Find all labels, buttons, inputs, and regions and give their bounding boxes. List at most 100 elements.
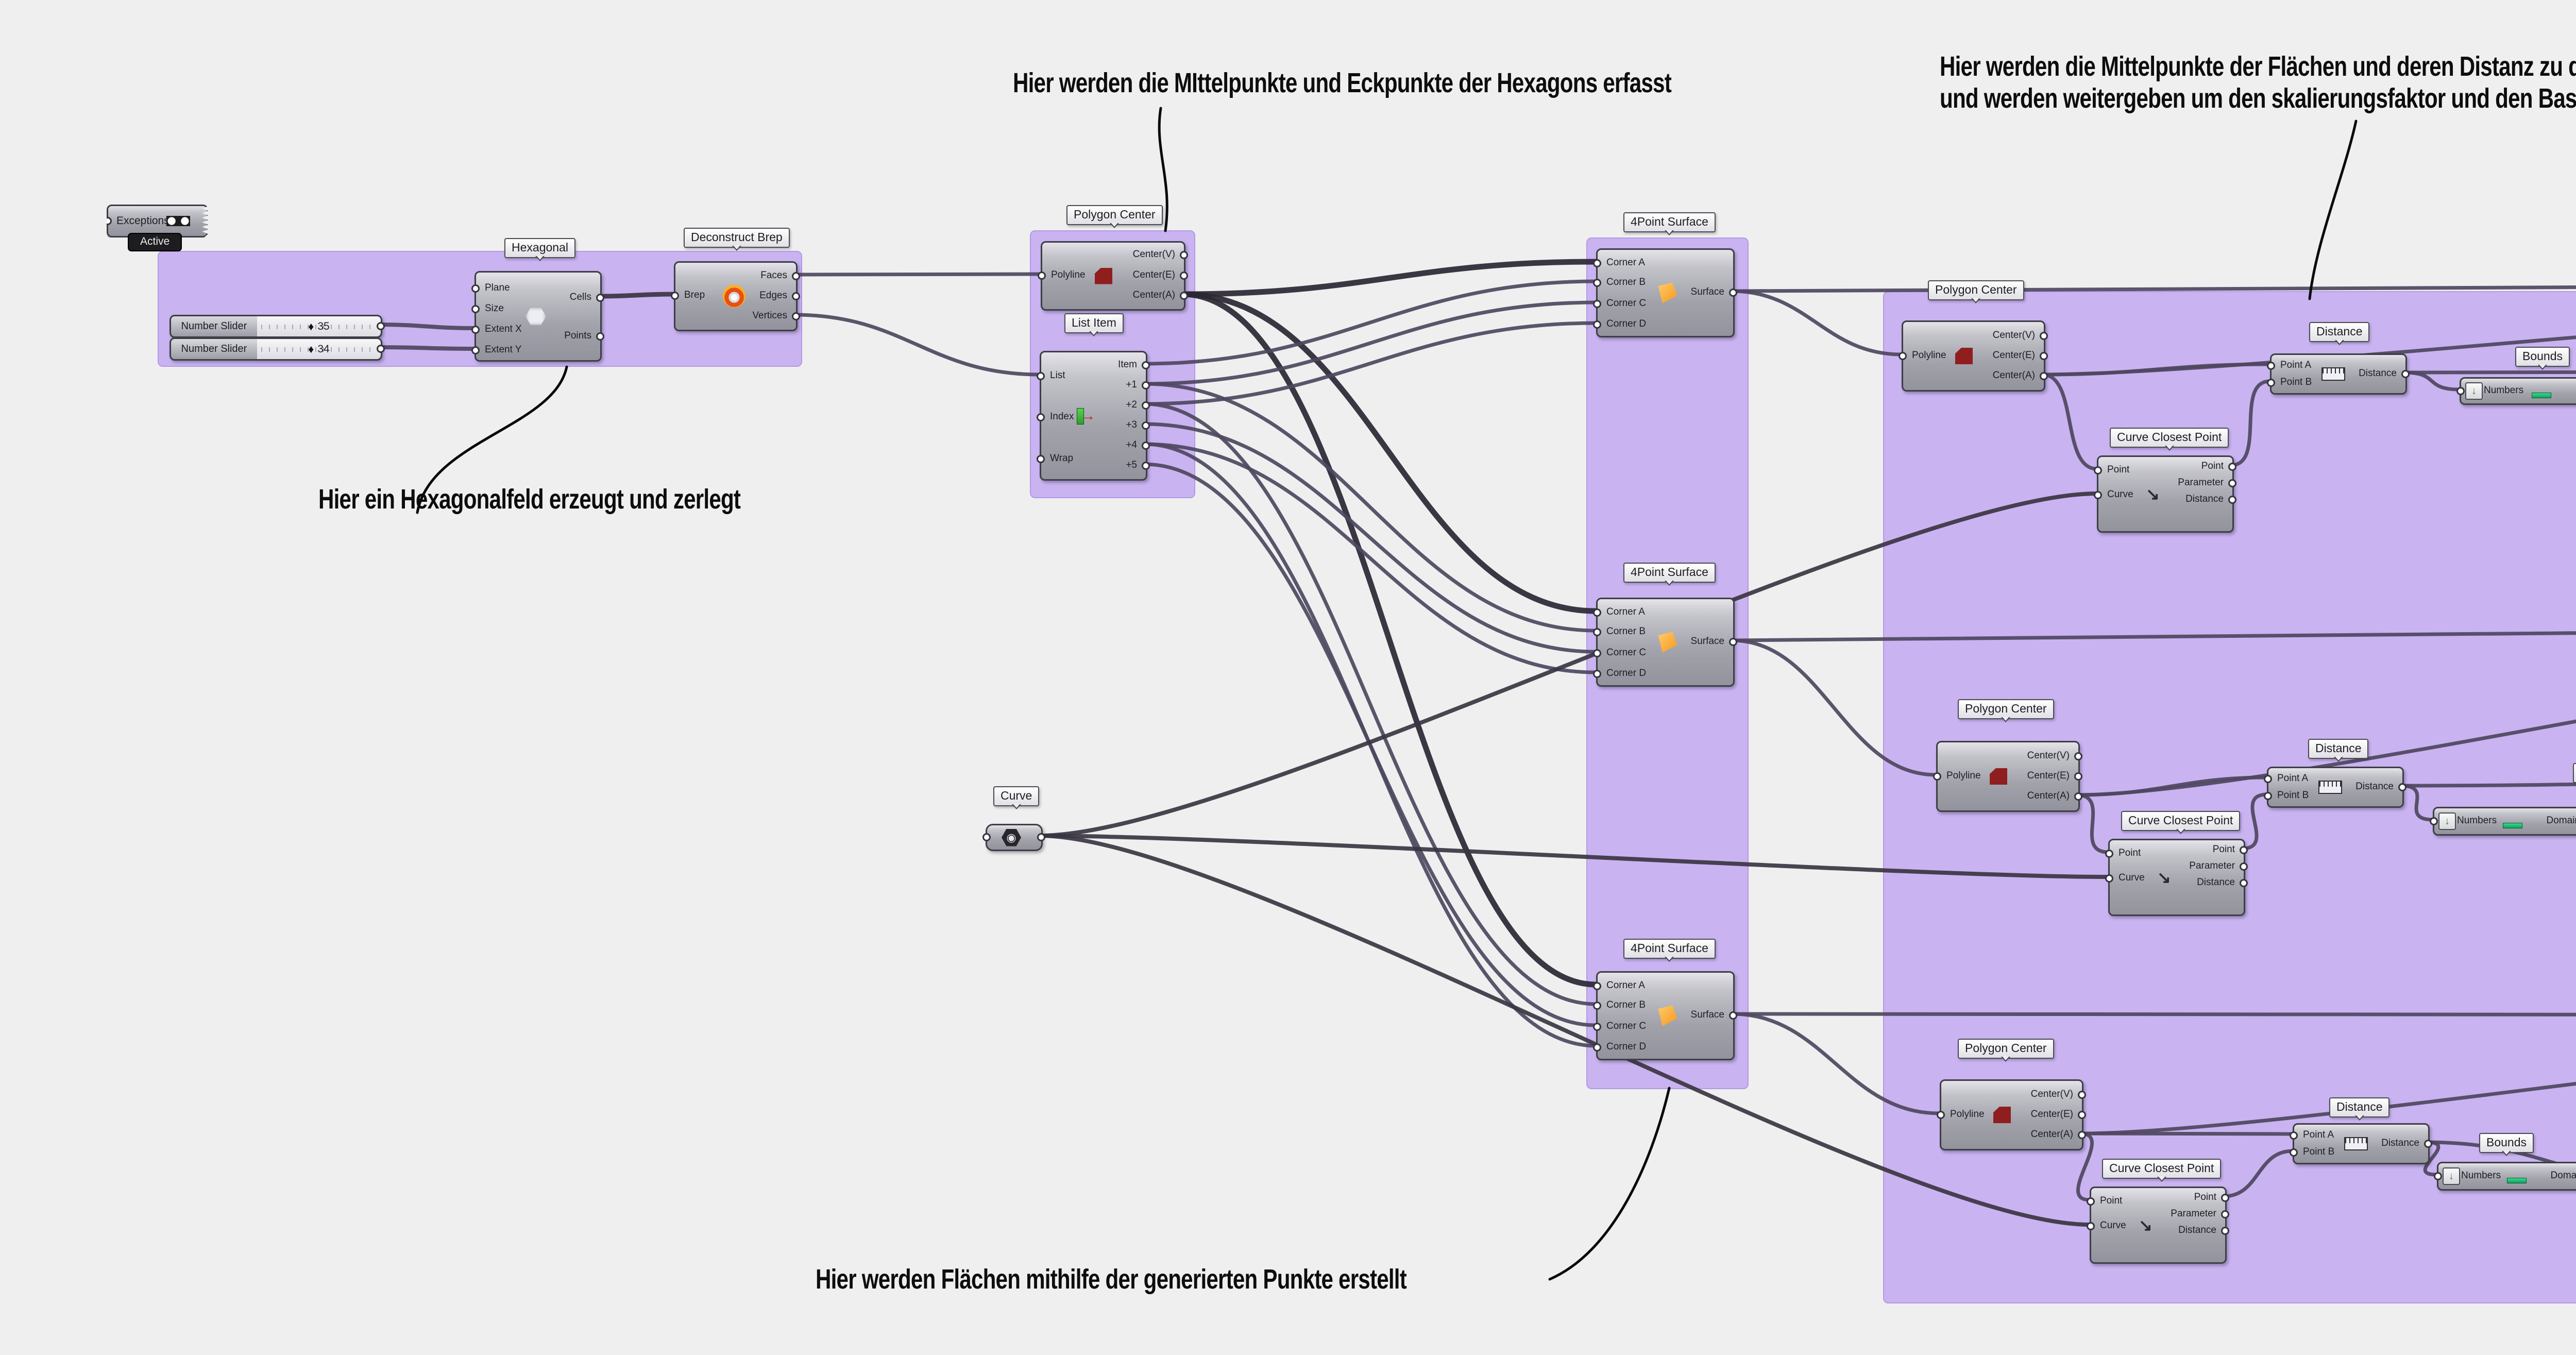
input-port[interactable] bbox=[1037, 372, 1045, 380]
curve-param[interactable]: ◉ bbox=[982, 824, 1045, 851]
input-port[interactable] bbox=[1593, 300, 1601, 308]
output-port[interactable] bbox=[1142, 401, 1150, 410]
input-port[interactable] bbox=[671, 292, 679, 300]
output-port[interactable] bbox=[2424, 1140, 2432, 1148]
input-port[interactable] bbox=[2105, 874, 2113, 883]
input-port[interactable] bbox=[2456, 387, 2465, 395]
input-port[interactable] bbox=[2094, 466, 2102, 475]
output-port[interactable] bbox=[596, 294, 604, 302]
output-port[interactable] bbox=[2240, 879, 2248, 887]
input-port[interactable] bbox=[2264, 792, 2272, 800]
output-port[interactable] bbox=[1180, 251, 1188, 259]
slider-track[interactable]: ♦34 bbox=[257, 339, 381, 359]
output-port[interactable] bbox=[2040, 372, 2048, 380]
output-port[interactable] bbox=[2078, 1091, 2086, 1099]
output-port[interactable] bbox=[792, 272, 800, 280]
output-port[interactable] bbox=[1142, 462, 1150, 470]
input-port[interactable] bbox=[1037, 413, 1045, 421]
output-port[interactable] bbox=[2398, 783, 2406, 791]
output-port[interactable] bbox=[2078, 1111, 2086, 1119]
input-port[interactable] bbox=[2290, 1131, 2298, 1140]
output-port[interactable] bbox=[2228, 496, 2236, 504]
input-port[interactable] bbox=[982, 833, 991, 841]
slider-grip-icon[interactable]: ♦ bbox=[308, 319, 314, 333]
output-port[interactable] bbox=[2240, 846, 2248, 854]
output-port[interactable] bbox=[2228, 463, 2236, 471]
output-port[interactable] bbox=[1180, 292, 1188, 300]
input-port[interactable] bbox=[1593, 259, 1601, 267]
output-port[interactable] bbox=[2074, 752, 2082, 760]
input-port[interactable] bbox=[471, 305, 480, 313]
input-port[interactable] bbox=[1593, 279, 1601, 287]
output-port[interactable] bbox=[596, 332, 604, 341]
output-port[interactable] bbox=[2078, 1131, 2086, 1139]
input-port[interactable] bbox=[1899, 352, 1907, 360]
output-port[interactable] bbox=[1729, 289, 1737, 297]
input-port[interactable] bbox=[2094, 491, 2102, 499]
output-port[interactable] bbox=[2040, 332, 2048, 340]
input-port[interactable] bbox=[1593, 1002, 1601, 1010]
output-port[interactable] bbox=[2221, 1227, 2229, 1235]
input-port[interactable] bbox=[2087, 1197, 2095, 1206]
number-slider-2[interactable]: Number Slider♦34 bbox=[170, 337, 385, 361]
output-port[interactable] bbox=[2228, 479, 2236, 487]
exceptions-widget[interactable]: Exceptions bbox=[107, 205, 208, 238]
input-port[interactable] bbox=[471, 326, 480, 334]
input-port[interactable] bbox=[1037, 455, 1045, 463]
input-port[interactable] bbox=[1933, 772, 1941, 781]
slider-track[interactable]: ♦35 bbox=[257, 316, 381, 336]
input-port[interactable] bbox=[1593, 628, 1601, 636]
input-port[interactable] bbox=[1593, 649, 1601, 657]
input-port[interactable] bbox=[1593, 982, 1601, 990]
slider-grip-icon[interactable]: ♦ bbox=[308, 342, 314, 355]
input-port[interactable] bbox=[1593, 1043, 1601, 1052]
input-port[interactable] bbox=[471, 346, 480, 354]
input-port[interactable] bbox=[2264, 775, 2272, 783]
output-port[interactable] bbox=[2040, 352, 2048, 360]
output-port[interactable] bbox=[1729, 1011, 1737, 1020]
output-port[interactable] bbox=[1142, 361, 1150, 369]
output-port[interactable] bbox=[2221, 1194, 2229, 1202]
input-port[interactable] bbox=[1593, 1023, 1601, 1031]
output-port[interactable] bbox=[377, 322, 385, 330]
output-port[interactable] bbox=[792, 292, 800, 300]
input-port[interactable] bbox=[1593, 608, 1601, 617]
input-port[interactable] bbox=[2105, 850, 2113, 858]
input-port[interactable] bbox=[107, 217, 112, 225]
output-port[interactable] bbox=[2240, 862, 2248, 871]
output-port[interactable] bbox=[1180, 272, 1188, 280]
output-port[interactable] bbox=[792, 312, 800, 320]
input-port[interactable] bbox=[2267, 362, 2275, 370]
input-port[interactable] bbox=[2267, 379, 2275, 387]
input-port[interactable] bbox=[2290, 1148, 2298, 1157]
input-port[interactable] bbox=[471, 284, 480, 293]
input-port[interactable] bbox=[2434, 1172, 2442, 1180]
output-port[interactable] bbox=[1142, 421, 1150, 430]
number-slider-1[interactable]: Number Slider♦35 bbox=[170, 315, 385, 338]
input-port[interactable] bbox=[2430, 817, 2438, 825]
output-port[interactable] bbox=[1037, 833, 1045, 841]
input-port[interactable] bbox=[2087, 1222, 2095, 1230]
output-port[interactable] bbox=[1729, 638, 1737, 646]
input-port[interactable] bbox=[1038, 272, 1046, 280]
bounds-2[interactable]: ↓NumbersDomain bbox=[2430, 807, 2576, 836]
output-port[interactable] bbox=[2401, 370, 2410, 378]
input-port[interactable] bbox=[1593, 320, 1601, 329]
input-port[interactable] bbox=[1937, 1111, 1945, 1119]
output-port[interactable] bbox=[2074, 772, 2082, 781]
